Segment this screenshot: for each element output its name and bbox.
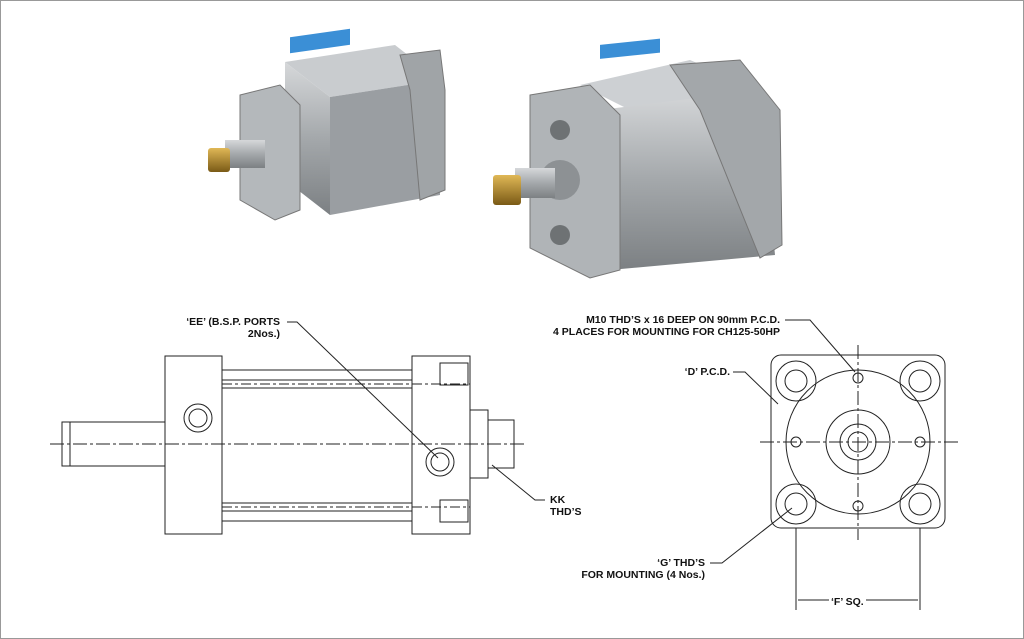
ports-label-line1: ‘EE’ (B.S.P. PORTS	[186, 316, 280, 328]
kk-label-line1: KK	[550, 494, 566, 506]
mount-label-line1: M10 THD’S x 16 DEEP ON 90mm P.C.D.	[586, 314, 780, 326]
kk-label-line2: THD’S	[550, 506, 582, 518]
ports-label: ‘EE’ (B.S.P. PORTS 2Nos.)	[160, 316, 280, 340]
end-view-drawing	[710, 319, 958, 610]
blue-label	[290, 28, 350, 54]
small-cylinder-photo	[208, 28, 446, 221]
blue-label	[600, 38, 660, 59]
d-pcd-label: ‘D’ P.C.D.	[684, 366, 730, 378]
g-label-line2: FOR MOUNTING (4 Nos.)	[581, 569, 705, 581]
mounting-threads-label: M10 THD’S x 16 DEEP ON 90mm P.C.D. 4 PLA…	[520, 314, 780, 338]
large-cylinder-photo	[493, 38, 783, 279]
kk-threads-label: KK THD’S	[550, 494, 582, 518]
g-label-line1: ‘G’ THD’S	[657, 557, 705, 569]
mount-label-line2: 4 PLACES FOR MOUNTING FOR CH125-50HP	[553, 326, 780, 338]
ports-label-line2: 2Nos.)	[247, 328, 280, 340]
f-square-label: ‘F’ SQ.	[829, 596, 866, 608]
g-threads-label: ‘G’ THD’S FOR MOUNTING (4 Nos.)	[580, 557, 705, 581]
side-view-drawing	[50, 321, 545, 535]
